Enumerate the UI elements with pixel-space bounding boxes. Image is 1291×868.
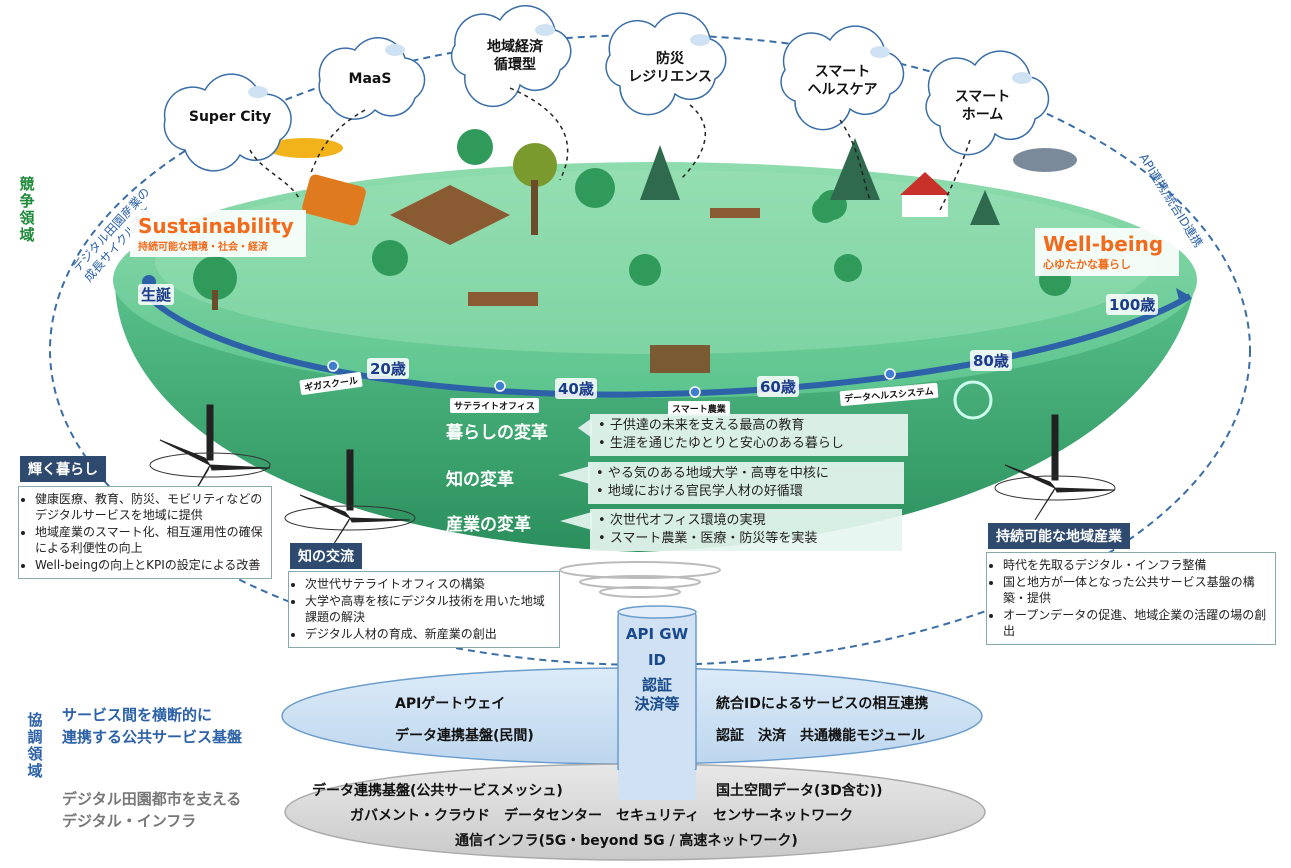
sustainability-subtitle: 持続可能な環境・社会・経済: [138, 242, 268, 253]
wellbeing-subtitle: 心ゆたかな暮らし: [1043, 258, 1131, 271]
panel-life-title: 輝く暮らし: [20, 456, 106, 482]
reform-box-industry: 次世代オフィス環境の実現 スマート農業・医療・防災等を実装: [590, 509, 902, 551]
panel-industry: 時代を先取るデジタル・インフラ整備 国と地方が一体となった公共サービス基盤の構築…: [986, 552, 1276, 645]
clouds: [163, 4, 1050, 172]
platform-integrated-id: 統合IDによるサービスの相互連携: [716, 696, 929, 712]
sustainability-title: Sustainability: [138, 214, 294, 238]
infra-network-line: 通信インフラ(5G・beyond 5G / 高速ネットワーク): [455, 833, 798, 849]
platform-api-gateway: APIゲートウェイ: [395, 696, 506, 712]
drone: [1013, 148, 1077, 172]
age-birth: 生誕: [138, 284, 175, 305]
column-id: ID: [647, 651, 667, 669]
column-api-gw: API GW: [625, 625, 689, 643]
competitive-area-label: 競争領域: [19, 175, 35, 244]
reform-title-knowledge: 知の変革: [446, 470, 514, 490]
panel-industry-item: オープンデータの促進、地域企業の活躍の場の創出: [1003, 607, 1269, 639]
infra-cloud-line: ガバメント・クラウド データセンター セキュリティ センサーネットワーク: [350, 808, 854, 824]
panel-life-item: 地域産業のスマート化、相互運用性の確保による利便性の向上: [35, 524, 265, 556]
trees: [193, 129, 1071, 310]
column-auth-payment: 認証 決済等: [634, 676, 680, 713]
spin-lines: [559, 561, 721, 598]
cloud-label-disaster-resilience: 防災 レジリエンス: [628, 51, 712, 85]
sustainability-badge: Sustainability 持続可能な環境・社会・経済: [130, 210, 306, 257]
cooperative-area-label: 協調領域: [27, 711, 43, 780]
panel-life-item: Well-beingの向上とKPIの設定による改善: [35, 557, 265, 573]
reform-box-knowledge: やる気のある地域大学・高専を中核に 地域における官民学人材の好循環: [588, 462, 904, 504]
age-80: 80歳: [970, 350, 1012, 371]
age-40: 40歳: [555, 378, 597, 399]
cloud-label-super-city: Super City: [188, 109, 272, 125]
reform-knowledge-item: 地域における官民学人材の好循環: [596, 483, 896, 501]
reform-industry-item: 次世代オフィス環境の実現: [598, 512, 894, 530]
panel-life-item: 健康医療、教育、防災、モビリティなどのデジタルサービスを地域に提供: [35, 491, 265, 523]
panel-industry-item: 国と地方が一体となった公共サービス基盤の構築・提供: [1003, 574, 1269, 606]
infra-side-label: デジタル田園都市を支える デジタル・インフラ: [62, 790, 242, 830]
wellbeing-badge: Well-being 心ゆたかな暮らし: [1035, 228, 1179, 276]
panel-knowledge: 次世代サテライトオフィスの構築 大学や高専を核にデジタル技術を用いた地域課題の解…: [288, 571, 560, 648]
flying-car: [267, 138, 343, 158]
reform-title-life: 暮らしの変革: [446, 423, 548, 443]
cloud-label-smart-home: スマート ホーム: [954, 89, 1011, 123]
panel-knowledge-item: 次世代サテライトオフィスの構築: [305, 576, 553, 592]
panel-knowledge-item: 大学や高専を核にデジタル技術を用いた地域課題の解決: [305, 593, 553, 625]
cloud-label-maas: MaaS: [348, 71, 392, 87]
platform-side-label: サービス間を横断的に 連携する公共サービス基盤: [62, 706, 243, 746]
infra-data-mesh: データ連携基盤(公共サービスメッシュ): [312, 783, 563, 799]
panel-industry-item: 時代を先取るデジタル・インフラ整備: [1003, 557, 1269, 573]
cloud-label-smart-healthcare: スマート ヘルスケア: [807, 64, 878, 98]
panel-life: 健康医療、教育、防災、モビリティなどのデジタルサービスを地域に提供 地域産業のス…: [18, 486, 272, 579]
reform-life-item: 子供達の未来を支える最高の教育: [598, 417, 900, 435]
life-road: [137, 286, 1192, 398]
infra-geospatial: 国土空間データ(3D含む)): [716, 783, 883, 799]
reform-life-item: 生涯を通じたゆとりと安心のある暮らし: [598, 435, 900, 453]
stage-satellite-office: サテライトオフィス: [450, 398, 539, 413]
reform-knowledge-item: やる気のある地域大学・高専を中核に: [596, 465, 896, 483]
column-labels: API GW ID 認証 決済等: [618, 624, 696, 714]
age-100: 100歳: [1106, 294, 1159, 315]
age-60: 60歳: [757, 376, 799, 397]
panel-industry-title: 持続可能な地域産業: [988, 523, 1130, 549]
tram: [302, 174, 366, 226]
panel-knowledge-title: 知の交流: [290, 543, 362, 569]
farm-plot: [390, 185, 510, 245]
platform-modules: 認証 決済 共通機能モジュール: [716, 728, 926, 744]
turbines: [149, 404, 1116, 551]
reform-box-life: 子供達の未来を支える最高の教育 生涯を通じたゆとりと安心のある暮らし: [590, 414, 908, 456]
panel-knowledge-item: デジタル人材の育成、新産業の創出: [305, 626, 553, 642]
wellbeing-title: Well-being: [1043, 232, 1164, 256]
house: [900, 172, 950, 195]
reform-industry-item: スマート農業・医療・防災等を実装: [598, 530, 894, 548]
platform-data-private: データ連携基盤(民間): [395, 728, 534, 744]
reform-title-industry: 産業の変革: [446, 515, 531, 535]
cloud-label-circular-economy: 地域経済 循環型: [487, 39, 543, 73]
age-20: 20歳: [367, 358, 409, 379]
stage-smart-agriculture: スマート農業: [668, 401, 730, 416]
loop-icon: [953, 380, 993, 420]
